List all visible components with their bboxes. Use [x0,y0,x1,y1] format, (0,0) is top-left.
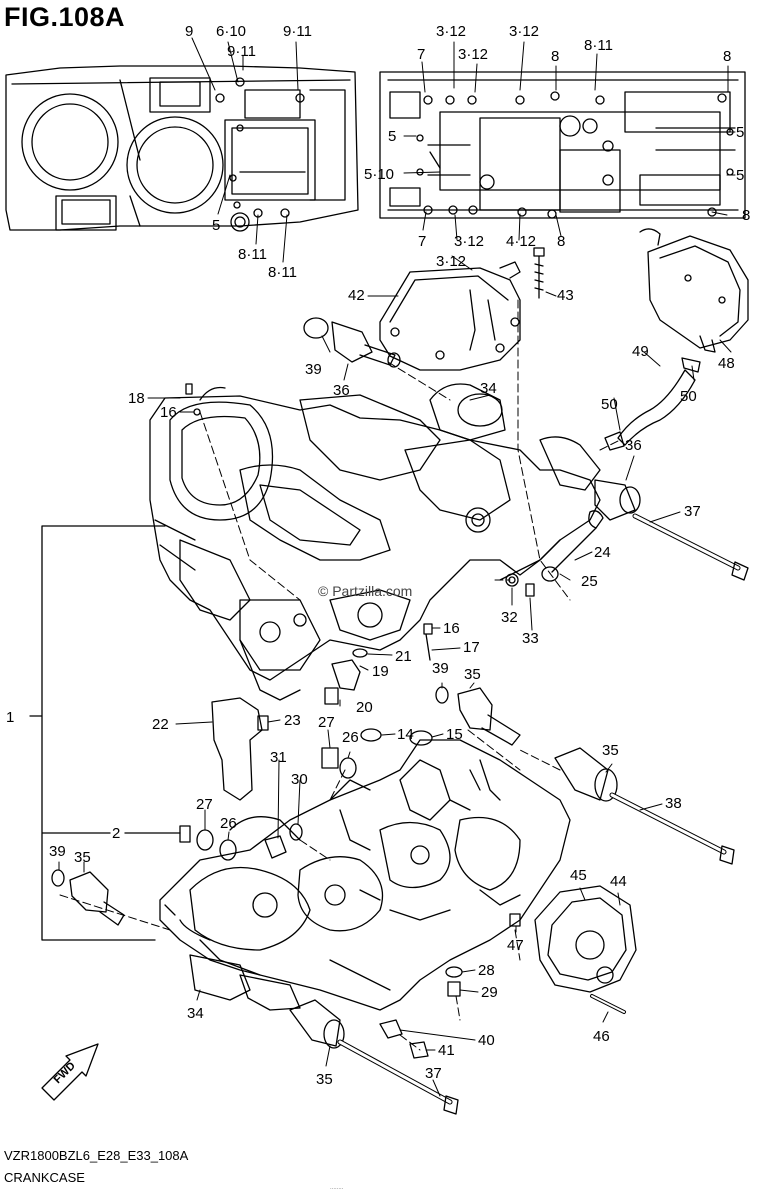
callout-label: 27 [318,714,335,731]
callout-label: 15 [446,726,463,743]
callout-label: 36 [625,437,642,454]
callout-label: 45 [570,867,587,884]
callout-label: 49 [632,343,649,360]
callout-label: 38 [665,795,682,812]
callout-label: 34 [480,380,497,397]
callout-label: 32 [501,609,518,626]
callout-label: 5 [212,217,220,234]
watermark: © Partzilla.com [318,583,413,599]
callout-label: 35 [602,742,619,759]
callout-label: 30 [291,771,308,788]
callout-label: 14 [397,726,414,743]
crankcase-bottom-view-right [379,71,746,219]
callout-label: 5·10 [364,166,394,183]
phantom-lines [59,299,621,1051]
callout-label: 37 [684,503,701,520]
callout-label: 48 [718,355,735,372]
callout-label: 34 [187,1005,204,1022]
callout-label: 29 [481,984,498,1001]
callout-label: 9·11 [283,23,312,40]
callout-label: 20 [356,699,373,716]
callout-label: 8 [551,48,559,65]
callout-label: 7 [418,233,426,250]
callout-label: 9·11 [227,43,256,60]
callout-label: 5 [736,167,744,184]
model-code: VZR1800BZL6_E28_E33_108A [4,1148,189,1163]
callout-label: 46 [593,1028,610,1045]
callout-label: 19 [372,663,389,680]
callout-label: 21 [395,648,412,665]
figure-title: FIG.108A [4,2,126,32]
callout-label: 22 [152,716,169,733]
small-parts [51,247,749,1115]
callout-label: 8 [723,48,731,65]
callout-label: 3·12 [436,253,466,270]
callout-label: 7 [417,46,425,63]
callout-label: 50 [680,388,697,405]
callout-label: 37 [425,1065,442,1082]
callout-label: 3·12 [509,23,539,40]
callout-label: 24 [594,544,611,561]
callout-label: 42 [348,287,365,304]
callout-label: 31 [270,749,287,766]
callout-label: 3·12 [454,233,484,250]
callout-label: 27 [196,796,213,813]
callout-label: 28 [478,962,495,979]
callout-label: 47 [507,937,524,954]
leader-lines [58,37,736,1097]
callout-label: 40 [478,1032,495,1049]
callout-label: 25 [581,573,598,590]
fineprint: ........ [330,1185,344,1191]
callout-label: 9 [185,23,193,40]
diagram-caption: CRANKCASE [4,1170,85,1185]
callout-label: 8·11 [584,37,613,54]
callout-label: 16 [443,620,460,637]
callout-label: 23 [284,712,301,729]
breather-cover [379,261,521,371]
callout-label: 8·11 [268,264,297,281]
assembly-bracket [29,525,181,941]
fwd-arrow: FWD [41,1043,99,1101]
callout-label: 17 [463,639,480,656]
callout-label: 41 [438,1042,455,1059]
callout-label: 39 [432,660,449,677]
callout-label: 4·12 [506,233,536,250]
hose-49 [604,357,701,451]
callout-label: 39 [49,843,66,860]
callout-label: 35 [464,666,481,683]
callout-label: 18 [128,390,145,407]
callout-labels: 9 6·10 9·11 9·11 5 8·11 8·11 3·12 3·12 3… [6,23,750,1088]
callout-label: 5 [736,124,744,141]
callout-label: 3·12 [458,46,488,63]
callout-label: 35 [316,1071,333,1088]
callout-label: 16 [160,404,177,421]
callout-label: 26 [220,815,237,832]
callout-label: 6·10 [216,23,246,40]
upper-crankcase [149,383,601,701]
callout-label: 50 [601,396,618,413]
callout-label: 26 [342,729,359,746]
crankcase-top-view-left [5,65,359,232]
callout-label: 8 [742,207,750,224]
callout-label: 33 [522,630,539,647]
callout-label: 3·12 [436,23,466,40]
callout-label: 8·11 [238,246,267,263]
callout-label: 5 [388,128,396,145]
callout-label: 44 [610,873,627,890]
callout-label: 39 [305,361,322,378]
callout-label: 43 [557,287,574,304]
cover-48 [639,228,749,353]
callout-label: 35 [74,849,91,866]
callout-label: 2 [112,825,120,842]
callout-label: 1 [6,709,14,726]
callout-label: 8 [557,233,565,250]
callout-label: 36 [333,382,350,399]
lower-crankcase [159,739,571,1011]
